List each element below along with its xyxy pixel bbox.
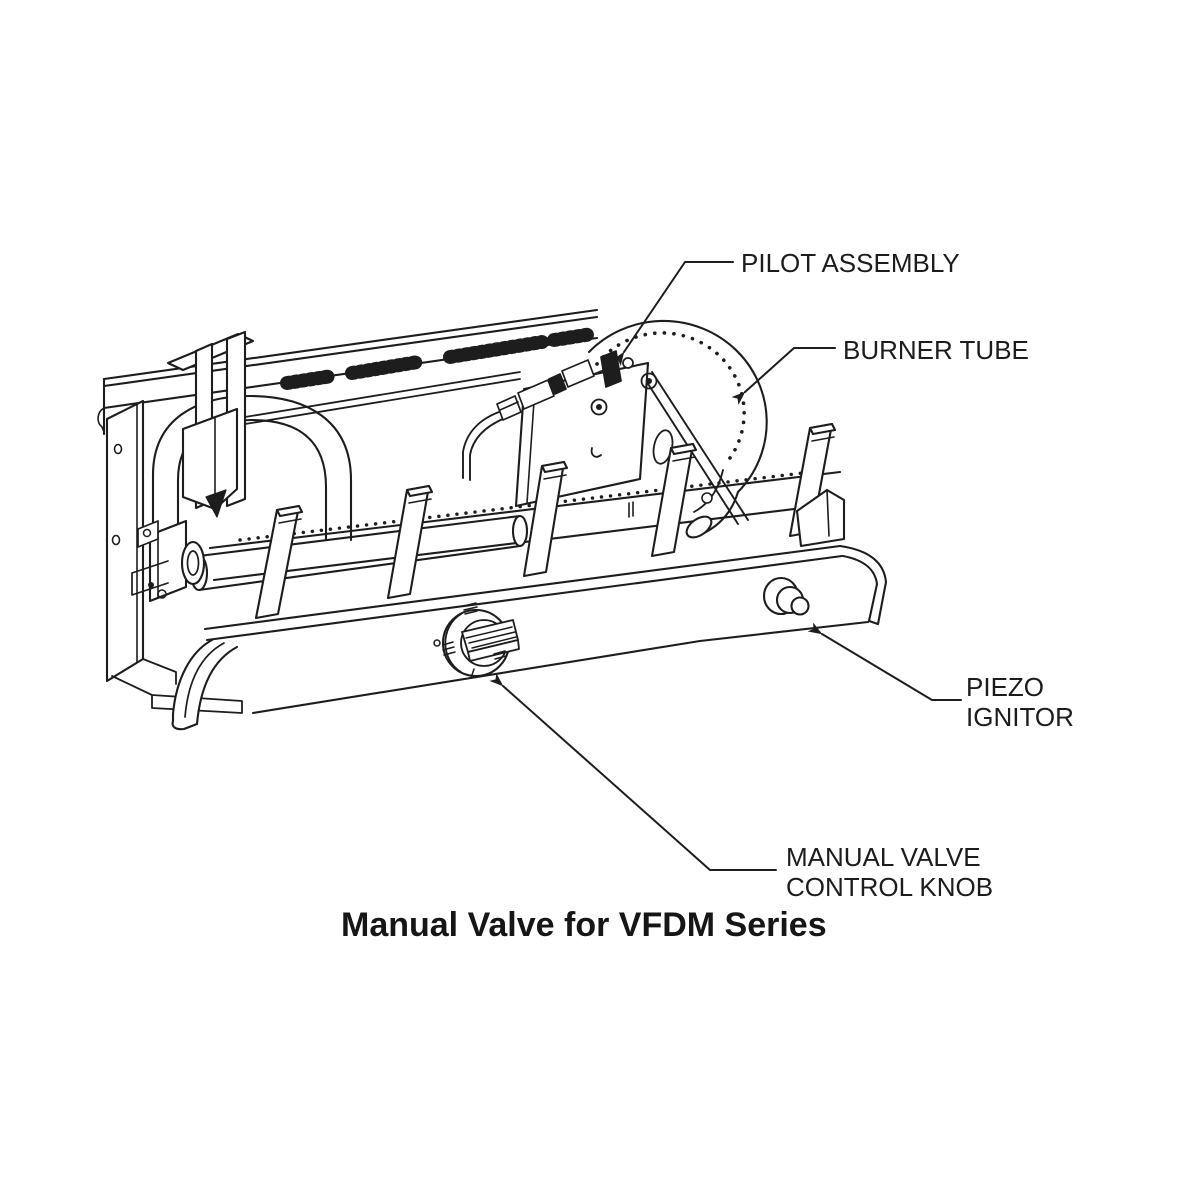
piezo-ignitor-label-line1: PIEZO bbox=[966, 672, 1045, 702]
left-mounting-plate bbox=[105, 399, 243, 714]
grate-post bbox=[254, 504, 304, 620]
front-panel bbox=[171, 544, 888, 731]
manifold-tube bbox=[189, 514, 529, 592]
control-knob-drawing bbox=[433, 602, 520, 679]
leader-pilot-assembly bbox=[612, 261, 734, 367]
pilot-burner-fittings bbox=[496, 350, 634, 421]
piezo-ignitor-label: PIEZO IGNITOR bbox=[966, 672, 1074, 732]
burner-tube-label: BURNER TUBE bbox=[843, 335, 1029, 365]
pan-back-edge bbox=[244, 371, 521, 425]
leader-piezo-ignitor bbox=[807, 622, 962, 701]
grate-post bbox=[650, 442, 698, 558]
grate-post bbox=[522, 460, 569, 578]
burner-tube-loop bbox=[587, 319, 768, 539]
log-grate-posts bbox=[254, 422, 846, 620]
leader-manual-valve bbox=[489, 673, 777, 871]
back-burner-rail bbox=[97, 308, 599, 436]
grate-end-bracket bbox=[795, 488, 846, 548]
flame-port-ticks bbox=[280, 327, 599, 390]
front-panel-left-leg bbox=[171, 638, 239, 731]
grate-post bbox=[386, 484, 434, 600]
figure-caption: Manual Valve for VFDM Series bbox=[341, 906, 827, 944]
valve-body bbox=[131, 519, 206, 603]
leader-lines bbox=[489, 261, 962, 871]
left-bracket bbox=[166, 330, 255, 518]
leader-burner-tube bbox=[731, 347, 836, 405]
piezo-ignitor-drawing bbox=[762, 576, 810, 616]
manual-valve-label-line2: CONTROL KNOB bbox=[786, 872, 994, 902]
manual-valve-label-line1: MANUAL VALVE bbox=[786, 842, 981, 872]
pilot-assembly-label: PILOT ASSEMBLY bbox=[741, 248, 960, 278]
piezo-ignitor-label-line2: IGNITOR bbox=[966, 702, 1074, 732]
log-grate-bar bbox=[208, 469, 845, 582]
knob-position-marks bbox=[442, 602, 507, 679]
manual-valve-label: MANUAL VALVE CONTROL KNOB bbox=[786, 842, 993, 902]
